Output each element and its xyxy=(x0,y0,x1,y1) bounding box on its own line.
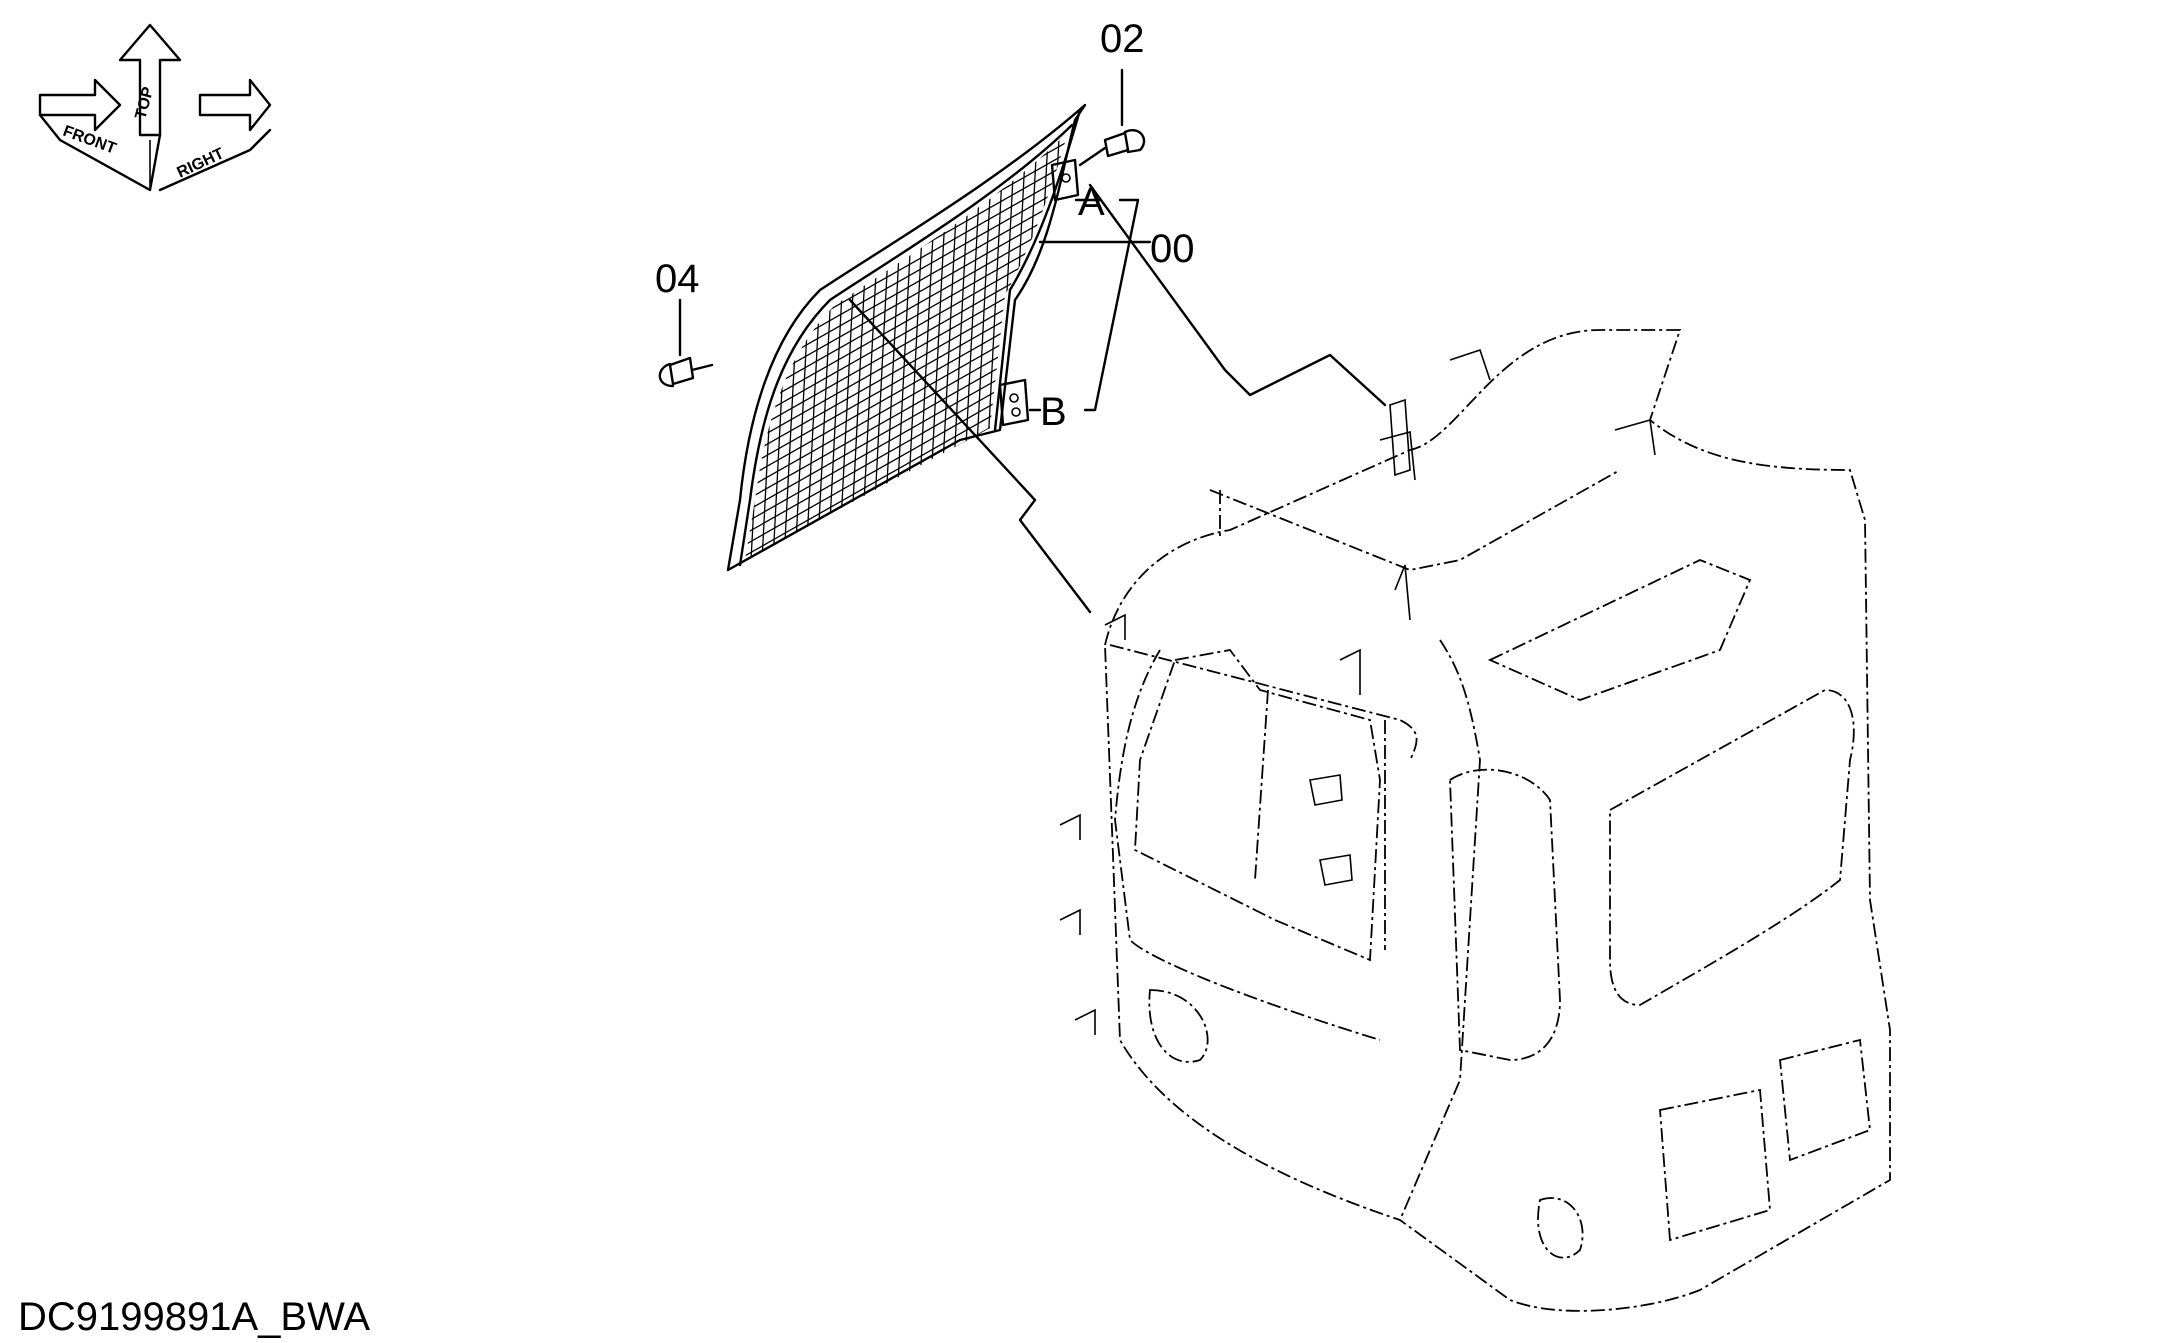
orientation-front-label: FRONT xyxy=(61,123,119,158)
mesh-strand xyxy=(745,194,1068,406)
mesh-strand xyxy=(745,293,1068,505)
mesh-strand xyxy=(1035,132,1062,560)
mesh-strand xyxy=(745,260,1068,472)
mesh-guard-icon xyxy=(695,100,1087,580)
mesh-strand xyxy=(804,132,831,560)
mesh-strand xyxy=(706,100,731,580)
mesh-strand xyxy=(958,132,985,560)
orientation-right-label: RIGHT xyxy=(175,145,227,182)
mesh-strand xyxy=(745,132,1068,307)
cab-icon xyxy=(1059,329,1891,1312)
mesh-strand xyxy=(1002,132,1029,560)
mesh-strand xyxy=(745,348,1068,560)
leader-lines xyxy=(678,68,1387,614)
mesh-strand xyxy=(745,216,1068,428)
mesh-strand xyxy=(892,132,919,560)
mesh-strand xyxy=(745,183,1068,395)
mesh-strand xyxy=(745,271,1068,483)
callout-04: 04 xyxy=(655,257,700,301)
mesh-strand xyxy=(745,447,1068,560)
mesh-strand xyxy=(745,132,1068,241)
mesh-strand xyxy=(745,132,1068,318)
mesh-strand xyxy=(745,436,1068,560)
mesh-strand xyxy=(903,132,930,560)
mesh-strand xyxy=(859,132,886,560)
mesh-strand xyxy=(837,132,864,560)
mesh-strand xyxy=(980,132,1007,560)
mesh-strand xyxy=(782,132,809,560)
callout-00: 00 xyxy=(1150,227,1195,271)
callout-b: B xyxy=(1040,390,1067,434)
mesh-strand xyxy=(745,370,1068,560)
mesh-strand xyxy=(969,132,996,560)
mesh-strand xyxy=(914,132,941,560)
mesh-strand xyxy=(745,227,1068,439)
document-id: DC9199891A_BWA xyxy=(18,1295,370,1339)
mesh-strand xyxy=(936,132,963,560)
mesh-strand xyxy=(745,425,1068,560)
mesh-strand xyxy=(695,100,720,580)
mesh-strand xyxy=(1046,132,1068,560)
orientation-top-label: TOP xyxy=(132,85,157,121)
callout-a: A xyxy=(1078,180,1105,224)
mesh-strand xyxy=(745,132,765,560)
orientation-arrows-icon: FRONT TOP RIGHT xyxy=(38,23,272,192)
callout-02: 02 xyxy=(1100,17,1145,61)
mesh-strand xyxy=(745,458,1068,560)
mesh-strand xyxy=(745,132,1068,329)
mesh-strand xyxy=(925,132,952,560)
mesh-strand xyxy=(745,381,1068,560)
bolt-icon xyxy=(1078,129,1146,167)
bolt-icon xyxy=(658,356,714,388)
